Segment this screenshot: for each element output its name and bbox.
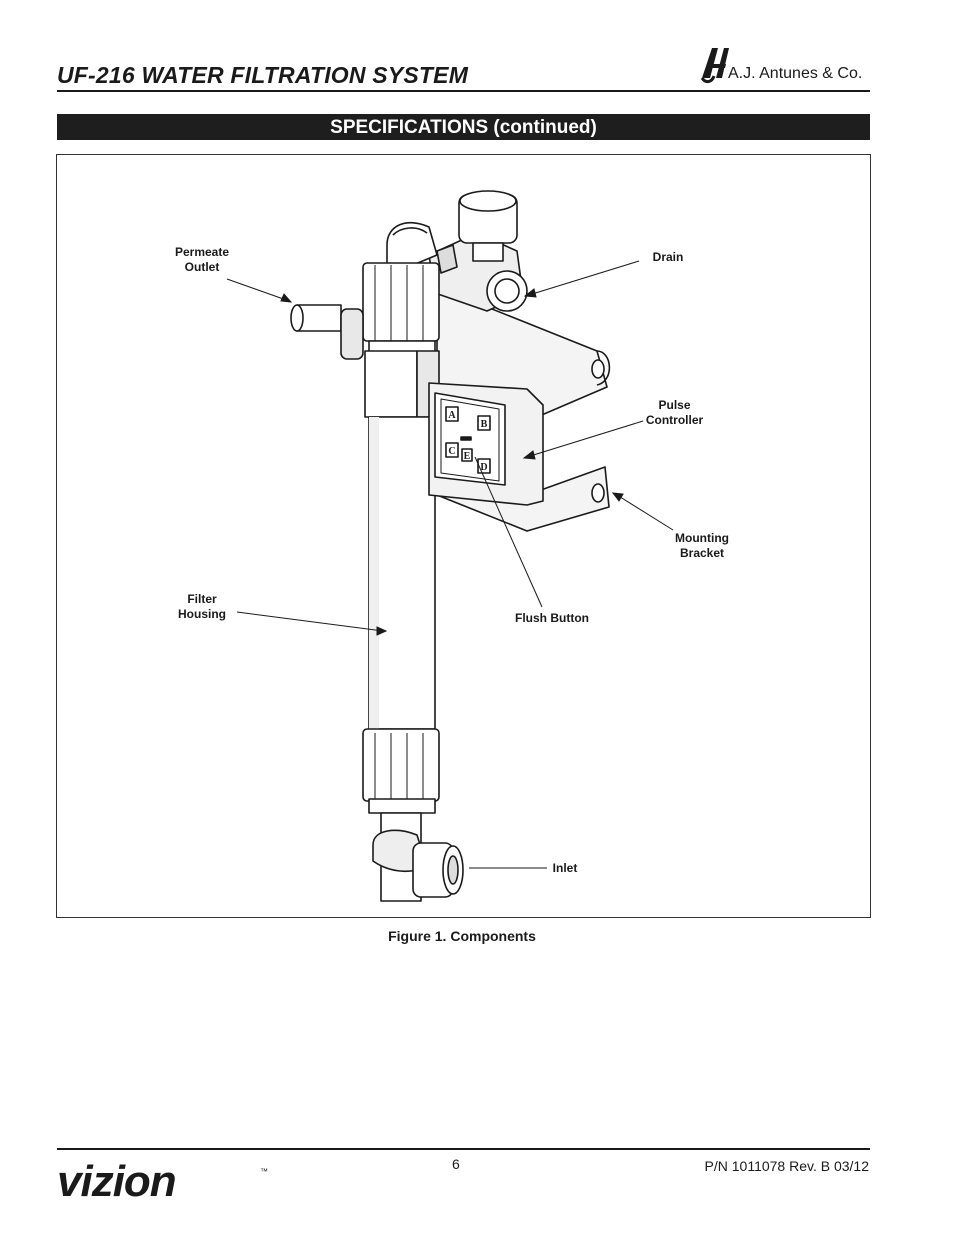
label-permeate-outlet: Permeate Outlet — [174, 245, 230, 274]
filtration-system-illustration: A B C D E — [226, 190, 674, 902]
label-inlet: Inlet — [552, 861, 578, 875]
label-mounting-bracket: Mounting Bracket — [675, 531, 729, 560]
leader-filter-housing — [236, 611, 384, 632]
controller-button-b: B — [481, 419, 488, 430]
vizion-logo: vizion ™ — [57, 1157, 277, 1207]
controller-button-c: C — [448, 446, 455, 457]
label-pulse-controller: Pulse Controller — [645, 398, 704, 427]
leader-pulse-controller — [526, 420, 644, 458]
page-number: 6 — [452, 1156, 460, 1172]
leader-flush-button — [474, 456, 543, 608]
document-title: UF-216 WATER FILTRATION SYSTEM — [57, 62, 469, 88]
controller-button-d: D — [480, 462, 487, 473]
vizion-wordmark-icon: vizion ™ — [57, 1157, 268, 1206]
controller-button-a: A — [448, 410, 456, 421]
company-logo: A.J. Antunes & Co. — [700, 44, 870, 86]
label-filter-housing: Filter Housing — [178, 592, 226, 621]
company-name: A.J. Antunes & Co. — [728, 65, 863, 82]
figure-caption: Figure 1. Components — [388, 928, 536, 944]
section-heading: SPECIFICATIONS (continued) — [57, 114, 870, 140]
footer-divider — [57, 1148, 870, 1150]
leader-permeate-outlet — [226, 278, 290, 302]
label-drain: Drain — [652, 250, 684, 264]
leader-drain — [528, 260, 640, 296]
trademark-symbol: ™ — [260, 1167, 268, 1176]
part-number: P/N 1011078 Rev. B 03/12 — [704, 1158, 869, 1174]
leader-mounting-bracket — [616, 494, 674, 531]
label-flush-button: Flush Button — [515, 611, 589, 625]
vizion-wordmark-text: vizion — [57, 1160, 176, 1202]
aja-logo-icon — [700, 48, 729, 84]
header-divider — [57, 90, 870, 92]
components-figure: A B C D E Permeate Outlet Drain Pulse Co… — [56, 154, 871, 918]
controller-button-e: E — [464, 451, 471, 462]
